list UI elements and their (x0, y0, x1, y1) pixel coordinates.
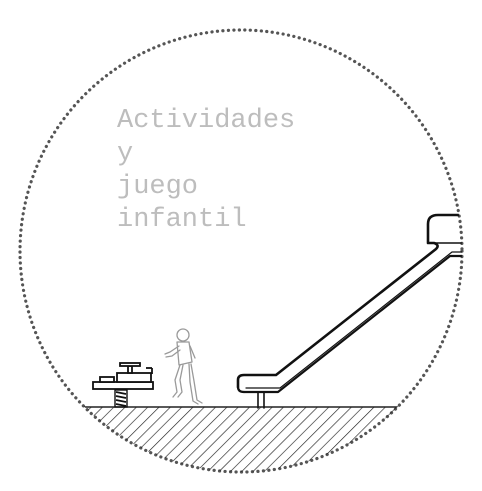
dotted-circle-frame (18, 28, 464, 474)
child-figure (164, 328, 203, 405)
title-line-3: juego (117, 172, 198, 202)
title-block: Actividades y juego infantil (117, 106, 295, 235)
slide (236, 213, 462, 409)
spring-rider (92, 362, 154, 408)
spring-coil (114, 389, 128, 408)
hatched-ground (20, 406, 462, 472)
title-line-1: Actividades (117, 106, 295, 136)
title-line-2: y (117, 139, 133, 169)
title-line-4: infantil (117, 205, 247, 235)
